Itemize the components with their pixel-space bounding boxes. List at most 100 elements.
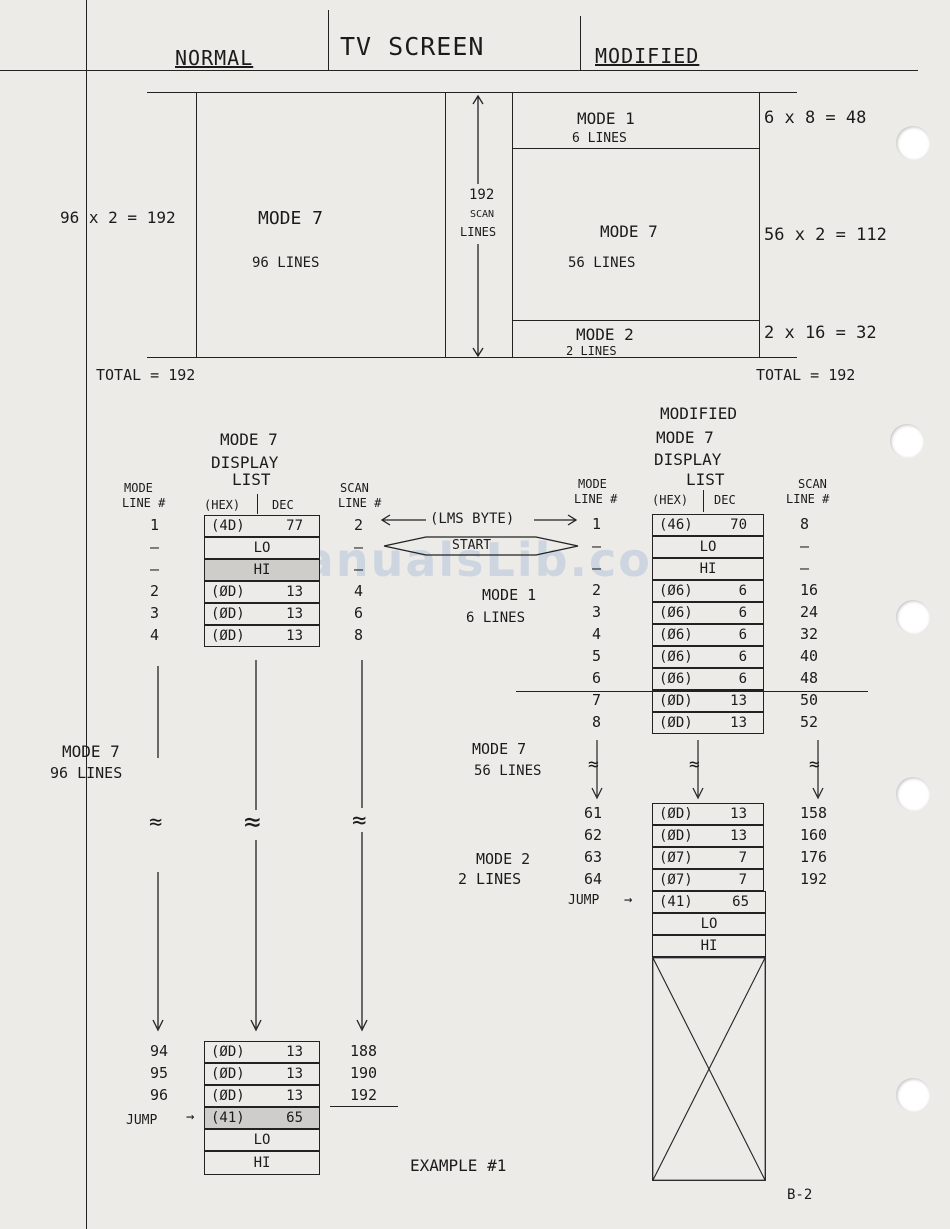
right-jump-lo: LO [652, 913, 766, 935]
entry-hex: (ØD) [659, 806, 693, 822]
right-jump-hex: (41) [659, 894, 693, 910]
display-list-entry: (ØD)13 [204, 1085, 320, 1107]
left-jump-hi: HI [204, 1151, 320, 1175]
display-list-entry: (ØD)13 [652, 712, 764, 734]
display-list-entry: (ØD) 13 [652, 825, 764, 847]
scan-line-number: 8 [354, 626, 364, 644]
left-title: DISPLAY [211, 453, 279, 472]
left-hdr-line: LINE # [122, 496, 166, 510]
entry-dec: 7 [738, 872, 747, 888]
left-hdr-mode: MODE [124, 481, 153, 495]
entry-hex: (Ø6) [659, 649, 693, 665]
left-scan-rule [330, 1106, 398, 1107]
entry-hex: (Ø7) [659, 850, 693, 866]
header-normal: NORMAL [175, 46, 254, 70]
binder-hole [896, 600, 930, 634]
entry-hex: (Ø7) [659, 872, 693, 888]
scan-line-number: 50 [800, 691, 819, 709]
scan-line-number: 40 [800, 647, 819, 665]
screen-bottom-rule [147, 357, 797, 358]
scan-line-number: 188 [350, 1042, 378, 1060]
right-jump-dec: 65 [732, 894, 749, 910]
scan-line-number: 192 [800, 870, 828, 888]
entry-hex: (ØD) [211, 1066, 245, 1082]
right-title: MODIFIED [660, 404, 738, 423]
right-group-rule [516, 691, 868, 692]
binder-hole [890, 424, 924, 458]
entry-dec: 7 [738, 850, 747, 866]
scan-line-number: 2 [354, 516, 364, 534]
entry-address-byte: LO [699, 539, 717, 555]
example-label: EXAMPLE #1 [410, 1156, 507, 1175]
display-list-entry: (ØD)13 [652, 690, 764, 712]
left-title: MODE 7 [220, 430, 278, 449]
entry-hex: (Ø6) [659, 627, 693, 643]
display-list-entry: (ØD) 13 [652, 803, 764, 825]
watermark: ManualsLib.com [255, 533, 702, 587]
right-hdr-dec: DEC [714, 493, 736, 507]
entry-dec: 13 [730, 806, 747, 822]
mode-line-number: — [150, 538, 160, 556]
left-hdr-divider [257, 494, 258, 514]
mod-mode2-lines: 2 LINES [566, 344, 617, 358]
right-hdr-divider [703, 490, 704, 512]
left-jump-arrow: → [186, 1109, 195, 1125]
mode-line-number: 7 [592, 691, 602, 709]
left-jump-label: JUMP [126, 1113, 158, 1128]
scan-line-number: 4 [354, 582, 364, 600]
tilde-break: ≈ [244, 805, 261, 838]
scan-line-number: 32 [800, 625, 819, 643]
entry-dec: 6 [738, 671, 747, 687]
binder-hole [896, 126, 930, 160]
display-list-entry: (ØD)13 [204, 1041, 320, 1063]
mode-line-number: 62 [584, 826, 603, 844]
right-jump-cell: (41) 65 [652, 891, 766, 913]
entry-dec: 13 [286, 1044, 303, 1060]
left-jump-lo: LO [204, 1129, 320, 1151]
mid-mode7: MODE 7 [472, 740, 527, 758]
mode-line-number: 4 [592, 625, 602, 643]
left-jump-cell: (41) 65 [204, 1107, 320, 1129]
entry-dec: 13 [286, 1088, 303, 1104]
mode-line-number: 61 [584, 804, 603, 822]
mod-mode7: MODE 7 [600, 222, 658, 241]
normal-calc: 96 x 2 = 192 [60, 208, 176, 227]
mid-jump-arrow: → [624, 892, 633, 908]
mode-line-number: 3 [150, 604, 160, 622]
display-list-entry: (4D)77 [204, 515, 320, 537]
mod-mode7-lines: 56 LINES [568, 255, 636, 271]
right-continuation-arrows [591, 740, 824, 800]
normal-mode: MODE 7 [258, 208, 324, 229]
tilde-break: ≈ [588, 754, 599, 775]
right-jump-hi: HI [652, 935, 766, 957]
entry-hex: (Ø6) [659, 583, 693, 599]
entry-dec: 13 [730, 828, 747, 844]
scan-height-arrow [472, 94, 484, 358]
mode-line-number: — [150, 560, 160, 578]
calc-mode1: 6 x 8 = 48 [764, 108, 867, 128]
entry-hex: (4D) [211, 518, 245, 534]
mode-line-number: 2 [150, 582, 160, 600]
entry-address-byte: HI [253, 562, 271, 578]
header-divider [328, 10, 329, 70]
header-divider [580, 16, 581, 70]
right-hdr-line: LINE # [574, 492, 618, 506]
left-96-lines: 96 LINES [50, 764, 123, 782]
scan-line-number: 52 [800, 713, 819, 731]
entry-hex: (Ø6) [659, 671, 693, 687]
modified-screen-divider [512, 148, 760, 149]
entry-address-byte: LO [253, 540, 271, 556]
entry-hex: (ØD) [659, 828, 693, 844]
scan-line-number: 192 [350, 1086, 378, 1104]
display-list-entry: (Ø6)6 [652, 646, 764, 668]
mode-line-number: 96 [150, 1086, 169, 1104]
margin-line [86, 0, 87, 1229]
left-hdr-scanline: LINE # [338, 496, 382, 510]
unused-memory-box [652, 957, 766, 1181]
modified-screen [512, 92, 760, 358]
mid-mode2-lines: 2 LINES [458, 870, 522, 888]
total-left: TOTAL = 192 [96, 366, 196, 384]
display-list-entry: (ØD)13 [204, 581, 320, 603]
left-hdr-hex: (HEX) [204, 498, 241, 512]
mode-line-number: 3 [592, 603, 602, 621]
